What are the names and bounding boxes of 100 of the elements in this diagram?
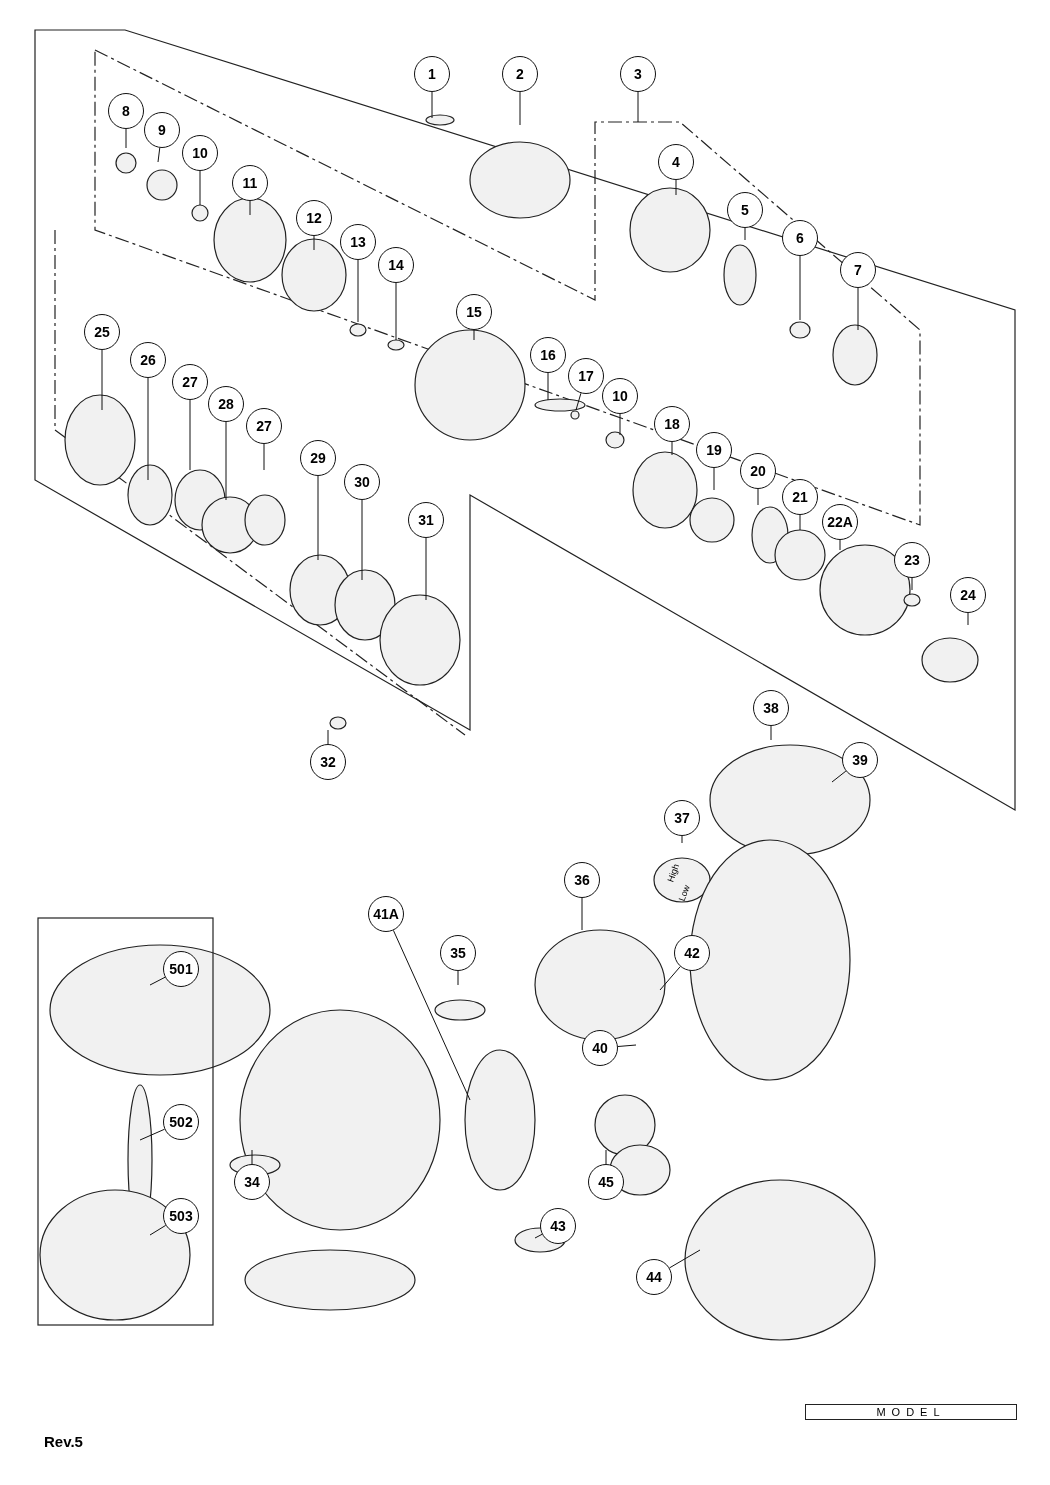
leader-line: [249, 200, 251, 216]
callout-number: 21: [782, 479, 818, 515]
callout-number: 9: [144, 112, 180, 148]
callout-number: 502: [163, 1104, 199, 1140]
callout-number: 28: [208, 386, 244, 422]
leader-line: [395, 282, 397, 341]
callout-number: 31: [408, 502, 444, 538]
callout-number: 37: [664, 800, 700, 836]
part-marking: High: [665, 862, 682, 884]
leader-line: [473, 329, 475, 341]
callout-number: 19: [696, 432, 732, 468]
callout-number: 43: [540, 1208, 576, 1244]
leader-line: [669, 1249, 701, 1269]
leader-line: [799, 255, 801, 321]
leader-line: [189, 399, 191, 471]
leader-line: [713, 467, 715, 491]
leader-line: [605, 1149, 607, 1165]
leader-line: [617, 1044, 637, 1047]
callout-number: 5: [727, 192, 763, 228]
leader-line: [392, 929, 471, 1101]
callout-number: 10: [182, 135, 218, 171]
callout-number: 44: [636, 1259, 672, 1295]
leader-line: [857, 287, 859, 331]
leader-line: [357, 259, 359, 323]
leader-line: [637, 91, 639, 123]
leader-line: [125, 128, 127, 149]
leader-line: [139, 1128, 165, 1141]
callout-number: 25: [84, 314, 120, 350]
leader-line: [147, 377, 149, 481]
leader-line: [757, 488, 759, 506]
leader-line: [149, 976, 166, 986]
leader-line: [317, 475, 319, 561]
leader-line: [671, 441, 673, 456]
callout-number: 1: [414, 56, 450, 92]
leader-line: [361, 499, 363, 581]
callout-number: 11: [232, 165, 268, 201]
callout-number: 503: [163, 1198, 199, 1234]
leader-line: [831, 770, 847, 783]
leader-line: [263, 443, 265, 471]
callout-number: 40: [582, 1030, 618, 1066]
leader-line: [101, 349, 103, 411]
callout-number: 3: [620, 56, 656, 92]
callout-number: 27: [246, 408, 282, 444]
callout-number: 20: [740, 453, 776, 489]
leader-line: [547, 372, 549, 401]
callout-number: 30: [344, 464, 380, 500]
leader-line: [431, 91, 433, 119]
model-heading: MODEL: [805, 1404, 1017, 1420]
callout-number: 2: [502, 56, 538, 92]
leader-line: [911, 577, 913, 591]
leader-line: [659, 966, 681, 991]
leader-line: [425, 537, 427, 601]
callout-number: 39: [842, 742, 878, 778]
callout-number: 32: [310, 744, 346, 780]
callout-number: 15: [456, 294, 492, 330]
leader-line: [575, 392, 582, 411]
part-marking: Low: [676, 883, 692, 903]
callout-number: 6: [782, 220, 818, 256]
callout-number: 27: [172, 364, 208, 400]
leader-line: [199, 170, 201, 206]
leader-line: [581, 897, 583, 931]
callout-number: 18: [654, 406, 690, 442]
callout-number: 36: [564, 862, 600, 898]
revision-note: Rev.5: [44, 1433, 83, 1450]
leader-line: [313, 235, 315, 251]
callout-number: 23: [894, 542, 930, 578]
callout-number: 38: [753, 690, 789, 726]
leader-line: [839, 539, 841, 551]
leader-line: [519, 91, 521, 126]
callout-number: 29: [300, 440, 336, 476]
leader-line: [225, 421, 227, 501]
leader-line: [534, 1233, 543, 1239]
callout-number: 24: [950, 577, 986, 613]
callout-number: 17: [568, 358, 604, 394]
leader-line: [327, 729, 329, 745]
leader-line: [799, 514, 801, 531]
callout-number: 42: [674, 935, 710, 971]
callout-number: 4: [658, 144, 694, 180]
leader-line: [619, 413, 621, 436]
callout-number: 14: [378, 247, 414, 283]
leader-line: [681, 835, 683, 844]
callout-number: 12: [296, 200, 332, 236]
leader-line: [157, 147, 161, 163]
callout-number: 41A: [368, 896, 404, 932]
leader-line: [675, 179, 677, 196]
callout-number: 26: [130, 342, 166, 378]
callout-number: 13: [340, 224, 376, 260]
leader-line: [251, 1149, 253, 1165]
callout-number: 16: [530, 337, 566, 373]
leader-line: [744, 227, 746, 241]
callout-number: 45: [588, 1164, 624, 1200]
leader-line: [457, 970, 459, 986]
callout-number: 35: [440, 935, 476, 971]
leader-line: [770, 725, 772, 741]
callout-number: 7: [840, 252, 876, 288]
callout-number: 22A: [822, 504, 858, 540]
leader-line: [149, 1224, 167, 1236]
leader-line: [967, 612, 969, 626]
callout-number: 10: [602, 378, 638, 414]
callout-number: 8: [108, 93, 144, 129]
